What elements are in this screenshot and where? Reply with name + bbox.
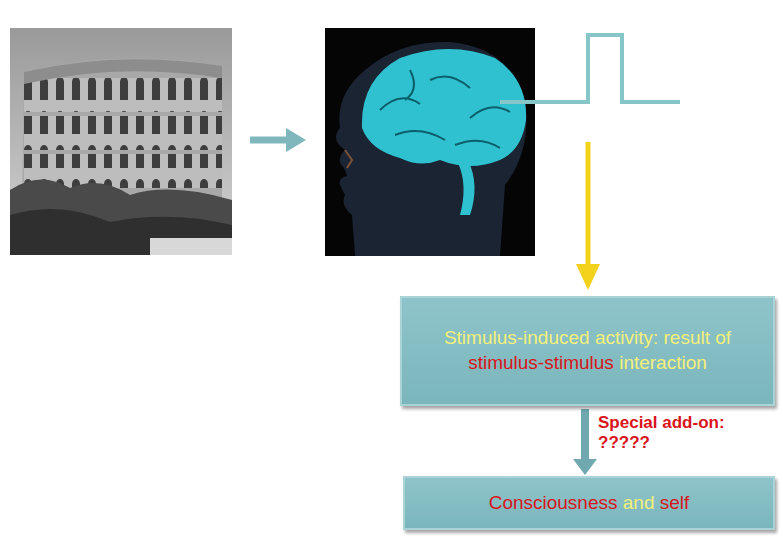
brain-image (325, 28, 535, 256)
pulse-signal (500, 35, 680, 102)
process-box: Stimulus-induced activity: result of sti… (400, 296, 775, 406)
yellow-arrow (576, 142, 600, 290)
process-box: Consciousness and self (403, 476, 775, 530)
flow-arrow (573, 409, 597, 475)
box-text: Stimulus-induced activity: result of sti… (412, 326, 763, 375)
box-text: Consciousness and self (489, 491, 690, 516)
colosseum-photo (10, 28, 232, 255)
annotation-label: Special add-on: ????? (598, 413, 748, 454)
flow-arrow (250, 128, 306, 152)
